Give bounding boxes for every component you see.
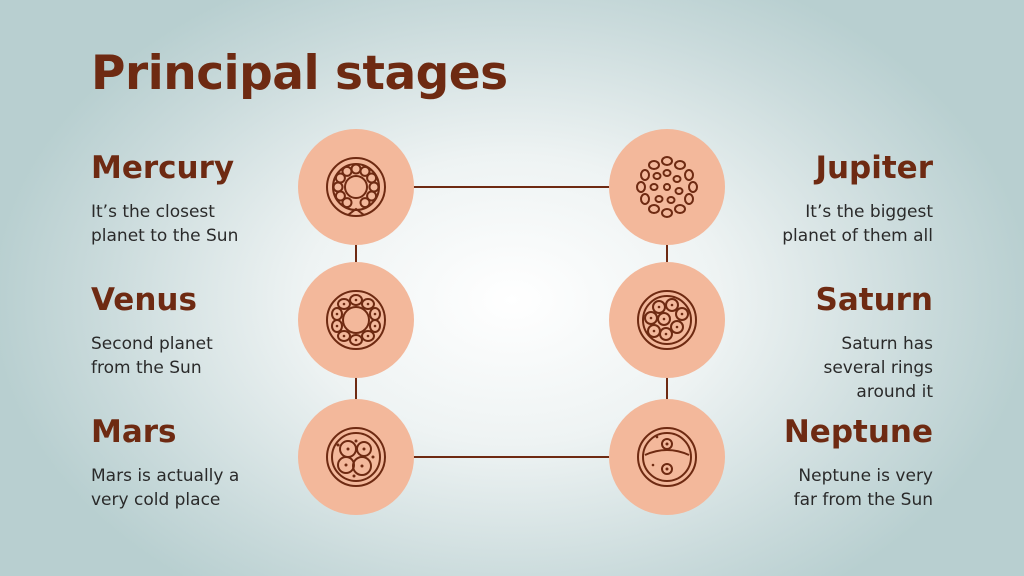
stage-description: Saturn has several rings around it [823, 334, 933, 402]
stage-mars: Mars Mars is actually a very cold place [91, 414, 321, 512]
node-saturn [609, 262, 725, 378]
stage-title: Venus [91, 282, 197, 318]
cell-two-cell-icon [637, 427, 697, 487]
stage-title: Mars [91, 414, 177, 450]
cell-dots-icon [636, 156, 698, 218]
node-venus [298, 262, 414, 378]
stage-description: Neptune is very far from the Sun [793, 466, 933, 510]
cell-ring-icon [326, 157, 386, 217]
stage-venus: Venus Second planet from the Sun [91, 282, 321, 380]
node-jupiter [609, 129, 725, 245]
cell-blastula-icon [326, 290, 386, 350]
stage-description: It’s the biggest planet of them all [782, 202, 933, 246]
stage-mercury: Mercury It’s the closest planet to the S… [91, 150, 321, 248]
stage-title: Saturn [815, 282, 934, 318]
stage-title: Jupiter [815, 150, 933, 186]
stage-description: Mars is actually a very cold place [91, 466, 240, 510]
stage-title: Mercury [91, 150, 235, 186]
node-mars [298, 399, 414, 515]
stage-title: Neptune [783, 414, 933, 450]
stage-description: It’s the closest planet to the Sun [91, 202, 239, 246]
page-title: Principal stages [91, 46, 508, 101]
node-neptune [609, 399, 725, 515]
cell-morula-icon [637, 290, 697, 350]
cell-cluster-icon [326, 427, 386, 487]
stage-neptune: Neptune Neptune is very far from the Sun [703, 414, 933, 512]
stage-saturn: Saturn Saturn has several rings around i… [703, 282, 934, 404]
stage-jupiter: Jupiter It’s the biggest planet of them … [703, 150, 933, 248]
stage-description: Second planet from the Sun [91, 334, 213, 378]
node-mercury [298, 129, 414, 245]
